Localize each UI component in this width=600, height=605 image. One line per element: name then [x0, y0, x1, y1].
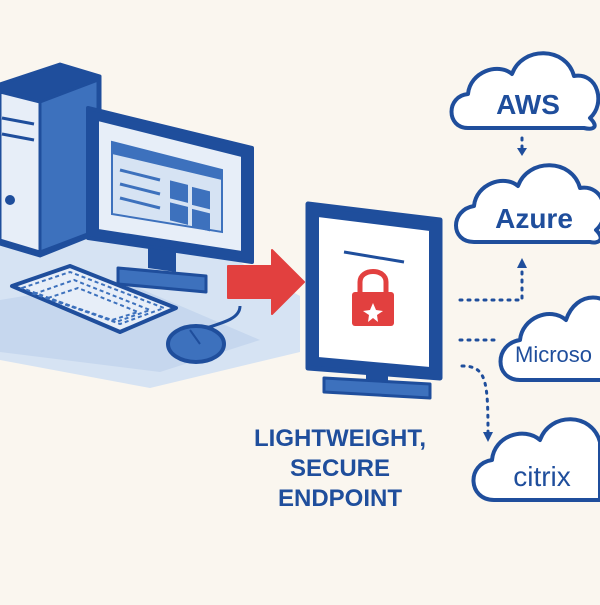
desktop-tower-icon: [0, 64, 100, 256]
legacy-workstation: [0, 64, 300, 388]
cloud-label: Azure: [495, 203, 573, 234]
thin-client-monitor-icon: [308, 204, 440, 398]
caption-line-2: SECURE: [290, 455, 390, 482]
cloud-azure: Azure: [456, 165, 600, 242]
connector-endpoint-azure: [460, 266, 522, 300]
cloud-icon: [501, 298, 600, 381]
caption-line-3: ENDPOINT: [278, 485, 402, 512]
arrowhead-up-icon: [517, 258, 527, 268]
arrowhead-down-icon: [483, 432, 493, 442]
cloud-citrix: citrix: [473, 419, 600, 500]
endpoint-caption: LIGHTWEIGHT, SECURE ENDPOINT: [254, 425, 426, 512]
cloud-label: AWS: [496, 89, 560, 120]
cloud-label: citrix: [513, 461, 571, 492]
caption-line-1: LIGHTWEIGHT,: [254, 425, 426, 452]
cloud-label: Microso: [515, 342, 592, 367]
arrowhead-down-icon: [517, 148, 527, 156]
connector-endpoint-citrix: [462, 366, 488, 434]
cloud-aws: AWS: [452, 53, 599, 128]
cloud-microsoft: Microso: [501, 298, 600, 381]
